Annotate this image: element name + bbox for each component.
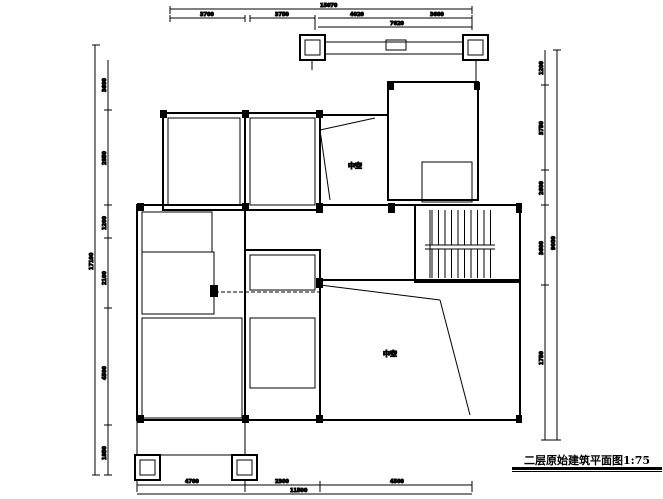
dim-top: 4020 bbox=[350, 12, 364, 18]
columns bbox=[137, 82, 522, 423]
dim-left: 3600 bbox=[102, 78, 108, 92]
dim-bottom: 4700 bbox=[185, 479, 199, 485]
dim-top-lower: 7620 bbox=[390, 21, 404, 27]
dim-right-total: 9000 bbox=[551, 236, 557, 250]
dim-right: 1750 bbox=[539, 351, 545, 365]
dim-bottom: 2300 bbox=[275, 479, 289, 485]
dim-right: 1200 bbox=[539, 61, 545, 75]
title-underline bbox=[512, 467, 662, 470]
dim-left: 2850 bbox=[102, 151, 108, 165]
title-underline bbox=[512, 471, 662, 472]
room-label-void: 中空 bbox=[348, 161, 362, 170]
dim-bottom-total: 11500 bbox=[290, 488, 308, 494]
right-dimension-lines bbox=[541, 49, 561, 441]
dim-right: 3600 bbox=[539, 241, 545, 255]
staircase bbox=[425, 210, 495, 278]
left-dimension-texts: 17100 3600 2850 1200 2100 4500 1850 bbox=[89, 77, 109, 460]
dim-top: 3700 bbox=[200, 12, 214, 18]
walls bbox=[134, 34, 521, 481]
dim-right: 3750 bbox=[539, 121, 545, 135]
dim-left: 1850 bbox=[102, 446, 108, 460]
left-dimension-lines bbox=[92, 44, 112, 476]
drawing-title: 二层原始建筑平面图1:75 bbox=[524, 454, 651, 467]
dim-left: 2100 bbox=[102, 271, 108, 285]
dim-left-total: 17100 bbox=[89, 252, 95, 270]
top-dimension-lines bbox=[169, 6, 473, 30]
bottom-dimension-lines bbox=[136, 481, 473, 495]
dim-top: 3750 bbox=[275, 12, 289, 18]
dim-right: 2600 bbox=[539, 181, 545, 195]
right-dimension-texts: 1200 3750 2600 3600 1750 9000 bbox=[539, 60, 558, 365]
dim-left: 1200 bbox=[102, 216, 108, 230]
room-label-void: 中空 bbox=[383, 349, 397, 358]
dim-bottom: 4500 bbox=[390, 479, 404, 485]
dim-left: 4500 bbox=[102, 366, 108, 380]
dim-top-total: 15070 bbox=[320, 3, 338, 9]
dim-top: 3600 bbox=[430, 12, 444, 18]
